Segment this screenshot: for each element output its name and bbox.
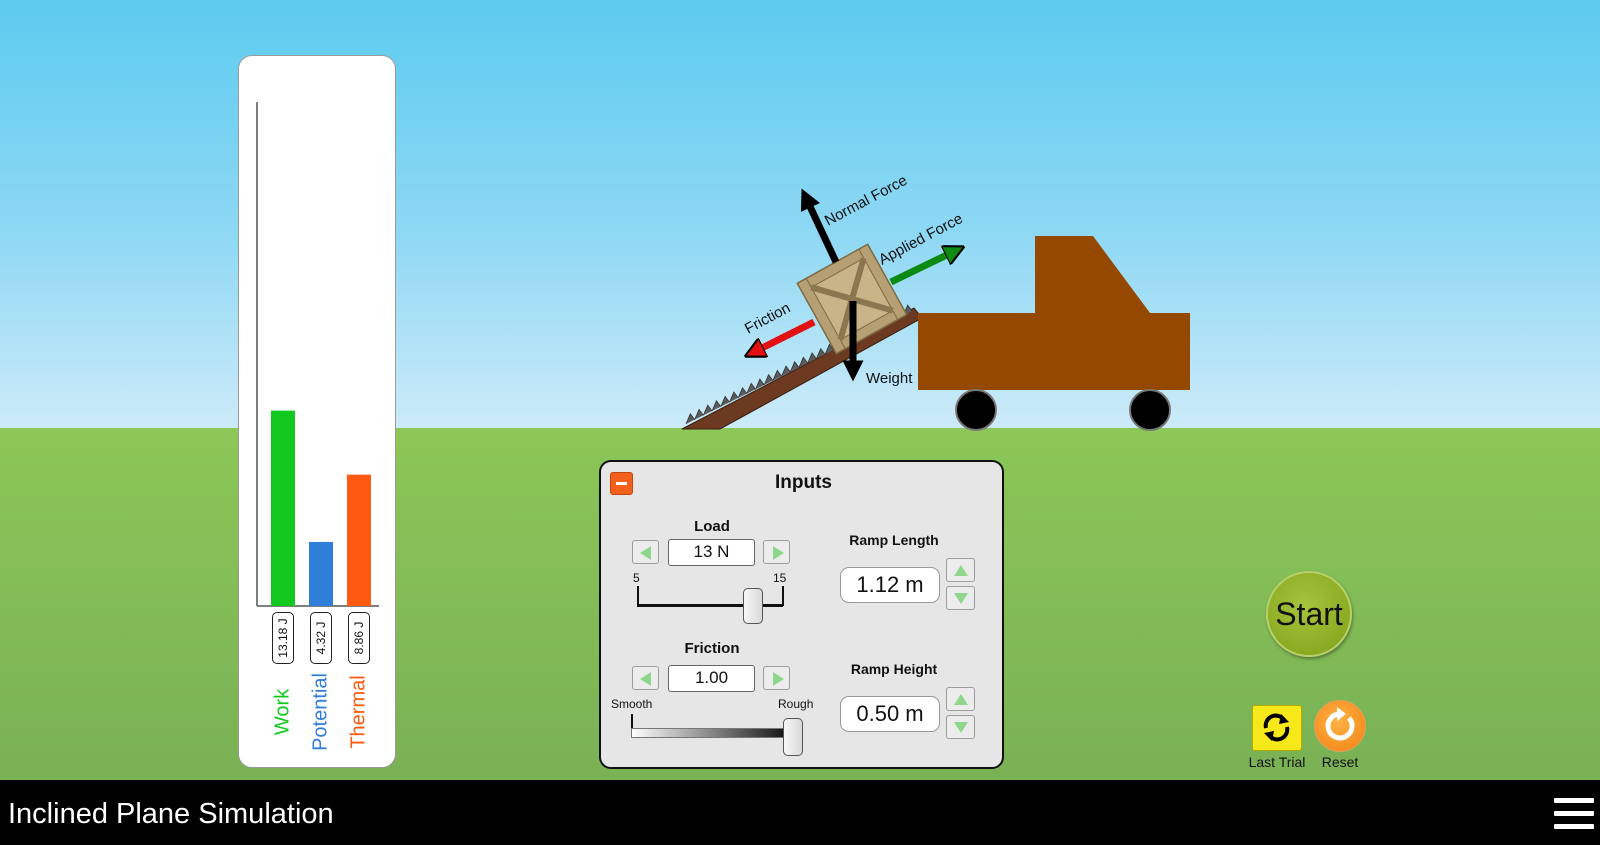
potential-bar-label: Potential — [309, 673, 332, 751]
friction-value-field[interactable]: 1.00 — [668, 665, 755, 692]
inputs-panel: Inputs Load 13 N 5 15 Friction 1.00 Smoo… — [599, 460, 1004, 769]
friction-max-label: Rough — [778, 697, 814, 711]
reset-icon — [1325, 707, 1355, 741]
thermal-energy-bar — [347, 474, 371, 606]
ramp-height-decrease-button[interactable] — [946, 715, 975, 739]
ramp-height-value-field[interactable]: 0.50 m — [840, 696, 940, 732]
work-value-tag: 13.18 J — [272, 612, 294, 664]
reset-label: Reset — [1321, 754, 1359, 770]
load-decrease-button[interactable] — [632, 540, 659, 564]
load-slider-track[interactable] — [637, 604, 783, 607]
normal-force-arrow — [800, 188, 840, 264]
arrow-right-icon — [773, 546, 784, 560]
arrow-down-icon — [954, 722, 968, 733]
truck-wheel-front — [1129, 389, 1171, 431]
collapse-panel-button[interactable] — [610, 472, 633, 495]
applied-force-arrow — [889, 251, 955, 286]
simulation-scene: Normal Force Applied Force Friction Weig… — [681, 172, 1190, 431]
friction-label: Friction — [684, 640, 740, 657]
truck — [918, 236, 1190, 431]
last-trial-label: Last Trial — [1248, 754, 1306, 770]
load-slider-thumb[interactable] — [743, 588, 763, 624]
arrow-down-icon — [954, 593, 968, 604]
arrow-up-icon — [954, 565, 968, 576]
load-max-label: 15 — [773, 571, 787, 585]
applied-force-label: Applied Force — [876, 210, 966, 268]
energy-bar-chart — [256, 102, 379, 607]
arrow-left-icon — [640, 546, 651, 560]
load-increase-button[interactable] — [763, 540, 790, 564]
friction-force-arrow — [754, 318, 816, 352]
reset-button[interactable] — [1314, 700, 1366, 752]
ramp-length-value-field[interactable]: 1.12 m — [840, 567, 940, 603]
potential-energy-bar — [309, 541, 333, 606]
hamburger-menu-icon[interactable] — [1554, 798, 1594, 830]
inputs-title: Inputs — [775, 472, 832, 493]
load-slider-tick-min — [637, 586, 639, 606]
load-value-field[interactable]: 13 N — [668, 539, 755, 566]
footer-bar: Inclined Plane Simulation — [0, 780, 1600, 845]
weight-label: Weight — [866, 370, 913, 387]
truck-wheel-rear — [955, 389, 997, 431]
potential-value-tag: 4.32 J — [310, 612, 332, 664]
thermal-value-tag: 8.86 J — [348, 612, 370, 664]
load-min-label: 5 — [633, 571, 640, 585]
arrow-up-icon — [954, 694, 968, 705]
arrow-left-icon — [640, 672, 651, 686]
friction-increase-button[interactable] — [763, 666, 790, 690]
refresh-arrows-icon — [1263, 713, 1290, 742]
ramp-length-decrease-button[interactable] — [946, 586, 975, 610]
friction-min-label: Smooth — [611, 697, 653, 711]
arrow-right-icon — [773, 672, 784, 686]
friction-slider-tick-min — [631, 714, 633, 734]
energy-chart-panel: 13.18 J 4.32 J 8.86 J Work Potential The… — [238, 55, 396, 768]
friction-label: Friction — [742, 299, 793, 337]
work-bar-label: Work — [271, 688, 294, 736]
thermal-bar-label: Thermal — [347, 675, 370, 749]
load-slider-tick-max — [782, 586, 784, 606]
app-title: Inclined Plane Simulation — [8, 798, 334, 830]
friction-slider-thumb[interactable] — [783, 718, 803, 756]
crate — [796, 243, 908, 355]
work-energy-bar — [271, 410, 295, 606]
last-trial-button[interactable] — [1252, 705, 1302, 751]
friction-decrease-button[interactable] — [632, 666, 659, 690]
ramp-length-increase-button[interactable] — [946, 558, 975, 582]
ramp-height-label: Ramp Height — [850, 661, 938, 677]
normal-force-label: Normal Force — [822, 172, 910, 230]
load-label: Load — [694, 518, 730, 535]
start-button[interactable]: Start — [1266, 571, 1352, 657]
ramp-height-increase-button[interactable] — [946, 687, 975, 711]
ramp-length-label: Ramp Length — [849, 532, 939, 548]
friction-slider-track[interactable] — [631, 728, 801, 738]
